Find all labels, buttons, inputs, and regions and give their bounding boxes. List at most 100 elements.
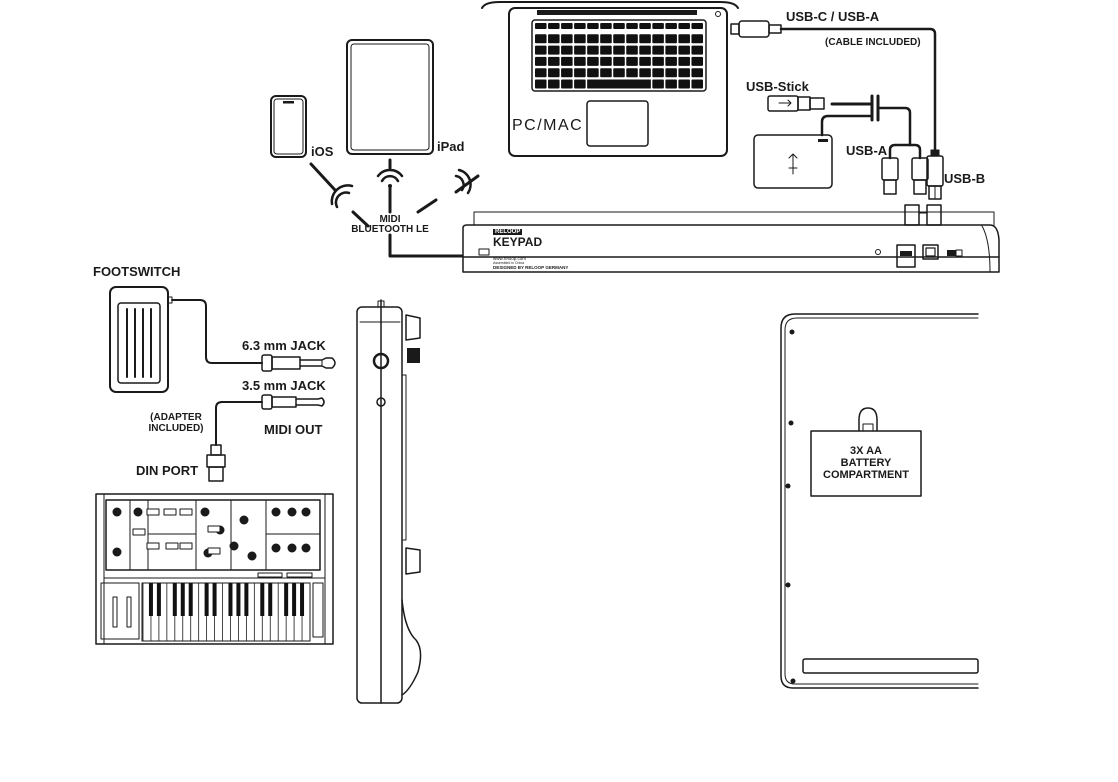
synth-knob [287,507,297,517]
synth-knob [112,507,122,517]
footswitch-label: FOOTSWITCH [93,264,181,279]
key [574,23,586,29]
key [535,34,547,44]
key [665,34,677,44]
key [691,34,703,44]
synth-knob [271,543,281,553]
bluetooth-links [309,158,480,258]
midi-out-label: MIDI OUT [264,422,323,437]
key [639,68,651,78]
synth-knob [133,507,143,517]
tablet-icon [346,39,434,155]
synth-switch [132,528,146,536]
key [535,68,547,78]
phone-icon [270,95,307,158]
black-key [180,583,185,616]
synth-knob [229,541,239,551]
key [691,79,703,89]
usb-c-cable-icon [730,20,937,154]
keypad-designed: DESIGNED BY RELOOP GERMANY [493,265,569,270]
jack-35-label: 3.5 mm JACK [242,378,326,393]
usb-a-plugs-icon [881,157,929,195]
key [678,34,690,44]
usb-a-label: USB-A [846,143,888,158]
synthesizer-icon [95,493,334,645]
key [652,56,664,66]
keypad-side-view [356,299,422,704]
key [574,79,586,89]
key [652,79,664,89]
key [535,79,547,89]
key [587,56,599,66]
key [613,34,625,44]
black-key [204,583,209,616]
key [626,45,638,55]
key [665,68,677,78]
key [600,45,612,55]
key [652,45,664,55]
key [678,45,690,55]
key [678,79,690,89]
synth-switch [207,525,221,533]
synth-switch [207,547,221,555]
synth-knob [301,543,311,553]
key [626,34,638,44]
key [587,79,651,89]
key [652,68,664,78]
pc-mac-label: PC/MAC [512,117,584,134]
black-key [156,583,161,616]
black-key [172,583,177,616]
black-key [236,583,241,616]
black-key [284,583,289,616]
key [587,23,599,29]
keypad-assembled: Assembled in China [493,261,525,265]
key [574,34,586,44]
key [600,23,612,29]
key [561,23,573,29]
synth-knob [271,507,281,517]
key [652,23,664,29]
synth-knob [112,547,122,557]
synth-switch [146,508,160,516]
key [613,68,625,78]
synth-switch [179,508,193,516]
usb-stick-label: USB-Stick [746,79,809,94]
key [587,68,599,78]
usb-c-a-label: USB-C / USB-A [786,9,880,24]
black-key [244,583,249,616]
key [548,23,560,29]
key [626,23,638,29]
key [535,56,547,66]
bluetooth-label-line1: MIDI [379,214,401,225]
synth-switch [165,542,179,550]
key [587,45,599,55]
synth-knob [200,507,210,517]
key [665,23,677,29]
bluetooth-label-line2: BLUETOOTH LE [351,224,429,235]
adapter-label-line1: (ADAPTER [150,412,202,423]
key [548,45,560,55]
laptop-icon [481,1,739,157]
battery-label-line3: COMPARTMENT [823,469,909,481]
jack-35-plug-icon [215,394,325,446]
key [548,68,560,78]
keypad-website: www.reloop.com [493,256,527,261]
key [665,79,677,89]
key [626,56,638,66]
synth-knob [301,507,311,517]
key [691,68,703,78]
key [561,68,573,78]
key [613,23,625,29]
battery-label-line2: BATTERY [840,457,892,469]
usb-b-plug-icon [926,149,944,200]
synth-switch [146,542,160,550]
jack-63-plug-icon [261,354,336,372]
key [691,45,703,55]
keyboard-keys [535,23,703,89]
key [561,34,573,44]
black-key [300,583,305,616]
key [626,68,638,78]
adapter-label-line2: INCLUDED) [148,423,204,434]
ios-label: iOS [311,144,334,159]
